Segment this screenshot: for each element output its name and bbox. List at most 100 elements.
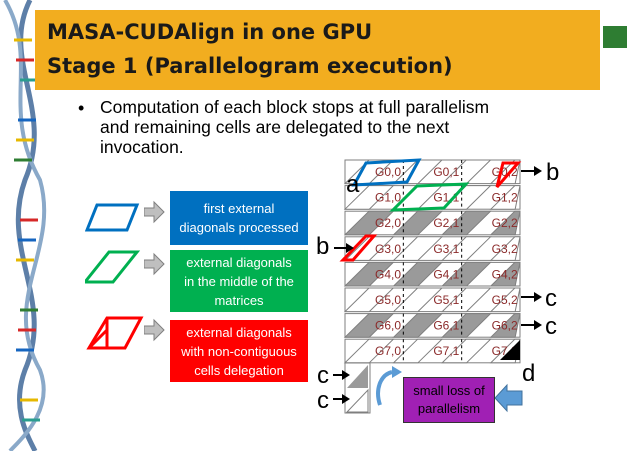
grid-block-label: G2,0 xyxy=(375,216,401,230)
bullet-line-1: Computation of each block stops at full … xyxy=(100,97,490,117)
bullet-line-2: and remaining cells are delegated to the… xyxy=(100,117,450,137)
grid-block-label: G4,0 xyxy=(375,267,401,281)
slide-title-line-1: MASA-CUDAlign in one GPU xyxy=(47,20,373,44)
marker-c4: c xyxy=(317,387,329,414)
legend-red-line-3: cells delegation xyxy=(194,362,284,378)
grid-diagonal-cell xyxy=(441,338,492,364)
grid-block-label: G2,2 xyxy=(492,216,518,230)
marker-c1: c xyxy=(545,285,557,312)
grid-diagonal-cell xyxy=(489,338,521,364)
grid-block-label: G1,2 xyxy=(492,191,518,205)
curved-arrow-icon xyxy=(376,370,393,406)
arrow-right-icon xyxy=(144,252,165,276)
grid-block-label: G1,0 xyxy=(375,191,401,205)
grid-diagonal-cell xyxy=(392,287,444,313)
grid-row-frame xyxy=(344,210,521,236)
white-small-triangle xyxy=(345,388,369,413)
arrow-right-b-top-icon xyxy=(534,166,542,176)
marker-b-left: b xyxy=(316,233,329,260)
grid-diagonal-cell xyxy=(343,236,395,261)
grid-block-label: G3,2 xyxy=(492,242,518,256)
grid-diagonal-cell xyxy=(392,185,444,210)
grid-block-label: G0,0 xyxy=(375,165,401,179)
black-corner-triangle xyxy=(500,340,520,360)
grid-diagonal-cell xyxy=(441,287,492,313)
small-block-box xyxy=(344,362,371,414)
grid-diagonal-cell xyxy=(489,313,521,338)
gray-small-triangle xyxy=(347,365,368,388)
marker-b-top: b xyxy=(546,159,559,186)
grid-diagonal-cell xyxy=(343,313,395,338)
grid-block-label: G6,2 xyxy=(492,319,518,333)
grid-block-label: G5,2 xyxy=(492,293,518,307)
slide-title-line-2: Stage 1 (Parallelogram execution) xyxy=(47,54,453,78)
grid-row-frame xyxy=(344,261,521,287)
legend-green-line-3: matrices xyxy=(214,292,264,308)
marker-a: a xyxy=(346,171,360,198)
grid-diagonal-cell xyxy=(441,159,492,185)
legend-green-line-2: in the middle of the xyxy=(184,273,294,289)
grid-block-label: G7,2 xyxy=(492,344,518,358)
grid-diagonal-cell xyxy=(343,261,395,287)
legend-red-line-2: with non-contiguous xyxy=(181,343,297,359)
small-loss-of-parallelism-box: small loss of parallelism xyxy=(403,377,495,423)
grid-diagonal-cell xyxy=(441,185,492,210)
legend-red-line-1: external diagonals xyxy=(186,324,292,340)
blue-parallelogram-icon xyxy=(85,203,140,232)
grid-diagonal-cell xyxy=(441,261,492,287)
grid-diagonal-cell xyxy=(441,210,492,236)
red-parallelogram-icon xyxy=(86,316,144,350)
grid-block-label: G5,1 xyxy=(433,293,459,307)
grid-diagonal-cell xyxy=(392,313,444,338)
grid-block-label: G7,1 xyxy=(433,344,459,358)
grid-block-label: G4,2 xyxy=(492,267,518,281)
grid-block-label: G3,0 xyxy=(375,242,401,256)
grid-block-label: G3,1 xyxy=(433,242,459,256)
arrow-right-c4-icon xyxy=(342,394,350,404)
loss-note-line-2: parallelism xyxy=(417,401,481,416)
left-arrow-icon xyxy=(494,383,523,413)
loss-note-line-1: small loss of xyxy=(413,383,485,398)
grid-diagonal-cell xyxy=(441,313,492,338)
legend-box-green: external diagonals in the middle of the … xyxy=(170,250,308,312)
green-highlight-parallelogram xyxy=(389,182,470,212)
grid-row-frame xyxy=(344,287,521,313)
arrow-right-icon xyxy=(144,200,165,224)
green-parallelogram-icon xyxy=(85,250,141,284)
bullet-text: Computation of each block stops at full … xyxy=(100,97,540,157)
grid-row-frame xyxy=(344,313,521,338)
grid-diagonal-cell xyxy=(343,159,395,185)
grid-diagonal-cell xyxy=(392,210,444,236)
university-logo-icon xyxy=(603,26,627,48)
arrow-right-c2-icon xyxy=(534,320,542,330)
grid-block-label: G5,0 xyxy=(375,293,401,307)
title-bar: MASA-CUDAlign in one GPU Stage 1 (Parall… xyxy=(35,10,627,90)
arrow-right-c3-icon xyxy=(342,370,350,380)
grid-diagonal-cell xyxy=(343,287,395,313)
arrow-right-b-left-icon xyxy=(346,243,354,253)
arrow-right-c1-icon xyxy=(534,292,542,302)
red-highlight-parallelogram-top xyxy=(495,161,522,188)
grid-diagonal-cell xyxy=(489,287,521,313)
grid-diagonal-cell xyxy=(441,236,492,261)
bullet-line-3: invocation. xyxy=(100,137,184,157)
grid-block-label: G1,1 xyxy=(433,191,459,205)
grid-diagonal-cell xyxy=(489,185,521,210)
legend-arrows xyxy=(144,200,165,342)
marker-c3: c xyxy=(317,362,329,389)
grid-diagonal-cell xyxy=(489,159,521,185)
legend-box-blue: first external diagonals processed xyxy=(170,191,308,245)
grid-diagonal-cell xyxy=(392,236,444,261)
grid-block-label: G2,1 xyxy=(433,216,459,230)
grid-block-label: G0,2 xyxy=(492,165,518,179)
grid-diagonal-cell xyxy=(392,338,444,364)
grid-block-label: G6,1 xyxy=(433,319,459,333)
grid-diagonal-cell xyxy=(343,210,395,236)
grid-diagonal-cell xyxy=(489,261,521,287)
grid-diagonal-cell xyxy=(343,338,395,364)
red-highlight-parallelogram-left xyxy=(339,234,378,262)
legend-shapes xyxy=(85,203,144,350)
grid-diagonal-cell xyxy=(489,210,521,236)
legend-green-line-1: external diagonals xyxy=(186,254,292,270)
grid-diagonal-cell xyxy=(392,261,444,287)
